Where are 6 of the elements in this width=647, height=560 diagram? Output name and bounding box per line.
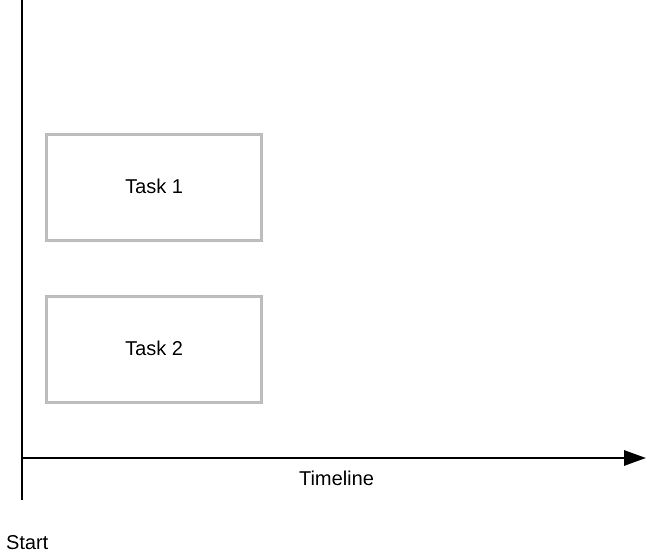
axis-label: Timeline <box>299 468 374 491</box>
task-label: Task 1 <box>125 176 183 199</box>
task-label: Task 2 <box>125 338 183 361</box>
task-box <box>45 133 263 242</box>
start-label: Start <box>6 532 48 555</box>
task-box <box>45 295 263 404</box>
